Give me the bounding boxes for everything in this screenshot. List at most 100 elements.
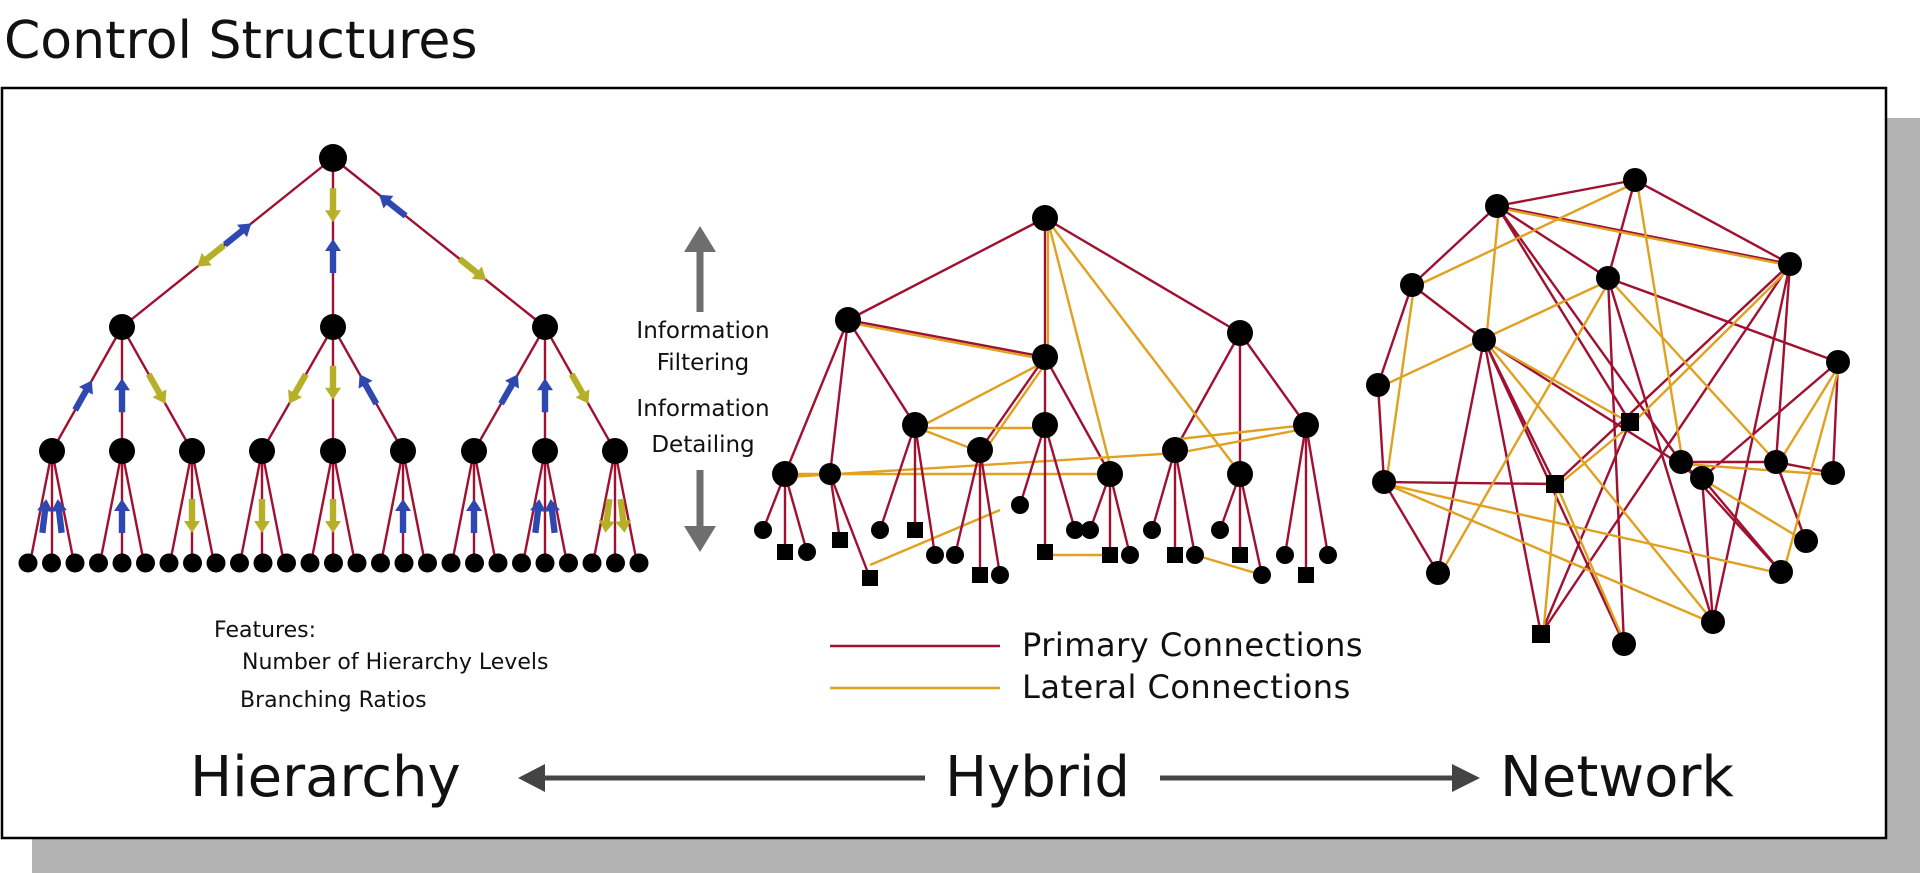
hybrid-node [902,412,928,438]
network-lateral-edge [1609,279,1779,465]
hybrid-primary-edge [979,356,1046,451]
network-lateral-edge [1703,478,1809,545]
hybrid-primary-edge [783,319,850,475]
network-primary-edge [1774,461,1808,542]
network-primary-edge [1701,361,1839,479]
legend: Primary Connections Lateral Connections [830,626,1363,706]
network-primary-edge [1540,263,1791,635]
upward-flow-arrow-icon [325,239,341,273]
network-primary-edge [1606,179,1637,279]
hybrid-leaf-node [972,567,988,583]
arrow-to-network-icon [1452,764,1480,792]
network-lateral-edge [1438,279,1612,576]
hybrid-leaf-node [926,546,944,564]
network-primary-edge [1411,205,1498,286]
hybrid-node [1227,461,1253,487]
hierarchy-leaf-node [324,553,343,573]
network-lateral-edge [1556,423,1633,487]
hybrid-leaf-node [1037,544,1053,560]
upward-flow-arrow-icon [544,499,560,534]
network-node [1596,266,1620,290]
hierarchy-leaf-node [488,553,508,573]
hybrid-primary-edge [953,449,982,556]
hybrid-leaf-node [1232,547,1248,563]
hybrid-structure [754,205,1337,586]
hierarchy-edge [591,450,617,564]
network-primary-edge [1701,477,1782,573]
hierarchy-leaf-node [253,553,273,573]
network-node [1485,194,1509,218]
hybrid-node [772,461,798,487]
hybrid-leaf-node [907,522,923,538]
hybrid-leaf-node [946,546,964,564]
network-node [1826,350,1850,374]
hybrid-primary-edge [1283,424,1308,556]
hierarchy-leaf-node [136,553,155,573]
network-node [1621,413,1639,431]
hybrid-primary-edge [1150,449,1177,531]
hybrid-node [1032,412,1058,438]
hybrid-primary-edge [978,449,1002,576]
hybrid-lateral-edge [850,321,1049,362]
downward-flow-arrow-icon [184,499,200,533]
network-lateral-edge [1485,340,1633,426]
information-flow-indicator: Information Filtering Information Detail… [636,226,770,552]
hybrid-leaf-node [832,532,848,548]
network-primary-edge [1700,477,1715,623]
hybrid-node [967,437,993,463]
hybrid-lateral-edge [1194,553,1263,577]
network-primary-edge [1482,339,1557,485]
network-lateral-edge [1484,207,1501,343]
downward-flow-arrow-icon [457,256,487,281]
hierarchy-leaf-node [159,553,179,573]
info-down-arrow-icon [684,526,716,552]
spectrum-network-label: Network [1500,745,1734,810]
hybrid-primary-edge [828,473,872,579]
hierarchy-tree [18,144,649,573]
hierarchy-node [319,144,347,172]
hierarchy-leaf-node [277,553,296,573]
hierarchy-edge [260,450,286,564]
hybrid-primary-edge [847,216,1046,322]
upward-flow-arrow-icon [51,499,67,534]
diagram-title: Control Structures [4,11,477,71]
hierarchy-leaf-node [606,553,625,573]
hierarchy-node [320,438,346,464]
hybrid-leaf-node [1081,521,1099,539]
hierarchy-edge [120,450,146,564]
downward-flow-arrow-icon [568,372,590,404]
network-primary-edge [1411,284,1485,341]
network-node [1821,461,1845,485]
hierarchy-node [109,438,135,464]
hybrid-node [1227,320,1253,346]
hierarchy-node [390,438,416,464]
hybrid-lateral-edge [1046,220,1115,478]
network-node [1426,561,1450,585]
upward-flow-arrow-icon [379,194,408,219]
info-up-arrow-icon [684,226,716,252]
upward-flow-arrow-icon [498,374,519,406]
hybrid-lateral-edge [869,508,1001,567]
hierarchy-node [461,438,487,464]
hierarchy-leaf-node [629,553,649,573]
hybrid-node [1097,461,1123,487]
hierarchy-leaf-node [347,553,367,573]
network-primary-edge [1376,384,1386,483]
spectrum-hierarchy-label: Hierarchy [190,745,461,810]
hierarchy-edge [332,157,546,328]
hierarchy-leaf-node [559,553,578,573]
network-lateral-edge [1635,181,1685,465]
network-node [1769,560,1793,584]
network-primary-edge [1496,204,1791,266]
hybrid-primary-edge [913,424,937,556]
detailing-label-line2: Detailing [651,432,754,458]
hybrid-lateral-edge [1169,423,1307,442]
hierarchy-leaf-node [42,553,61,573]
hierarchy-node [39,438,65,464]
upward-flow-arrow-icon [114,499,130,533]
hybrid-leaf-node [798,543,816,561]
network-lateral-edge [1682,462,1836,477]
network-primary-edge [1496,204,1609,280]
downward-flow-arrow-icon [145,372,167,404]
hierarchy-node [532,314,558,340]
